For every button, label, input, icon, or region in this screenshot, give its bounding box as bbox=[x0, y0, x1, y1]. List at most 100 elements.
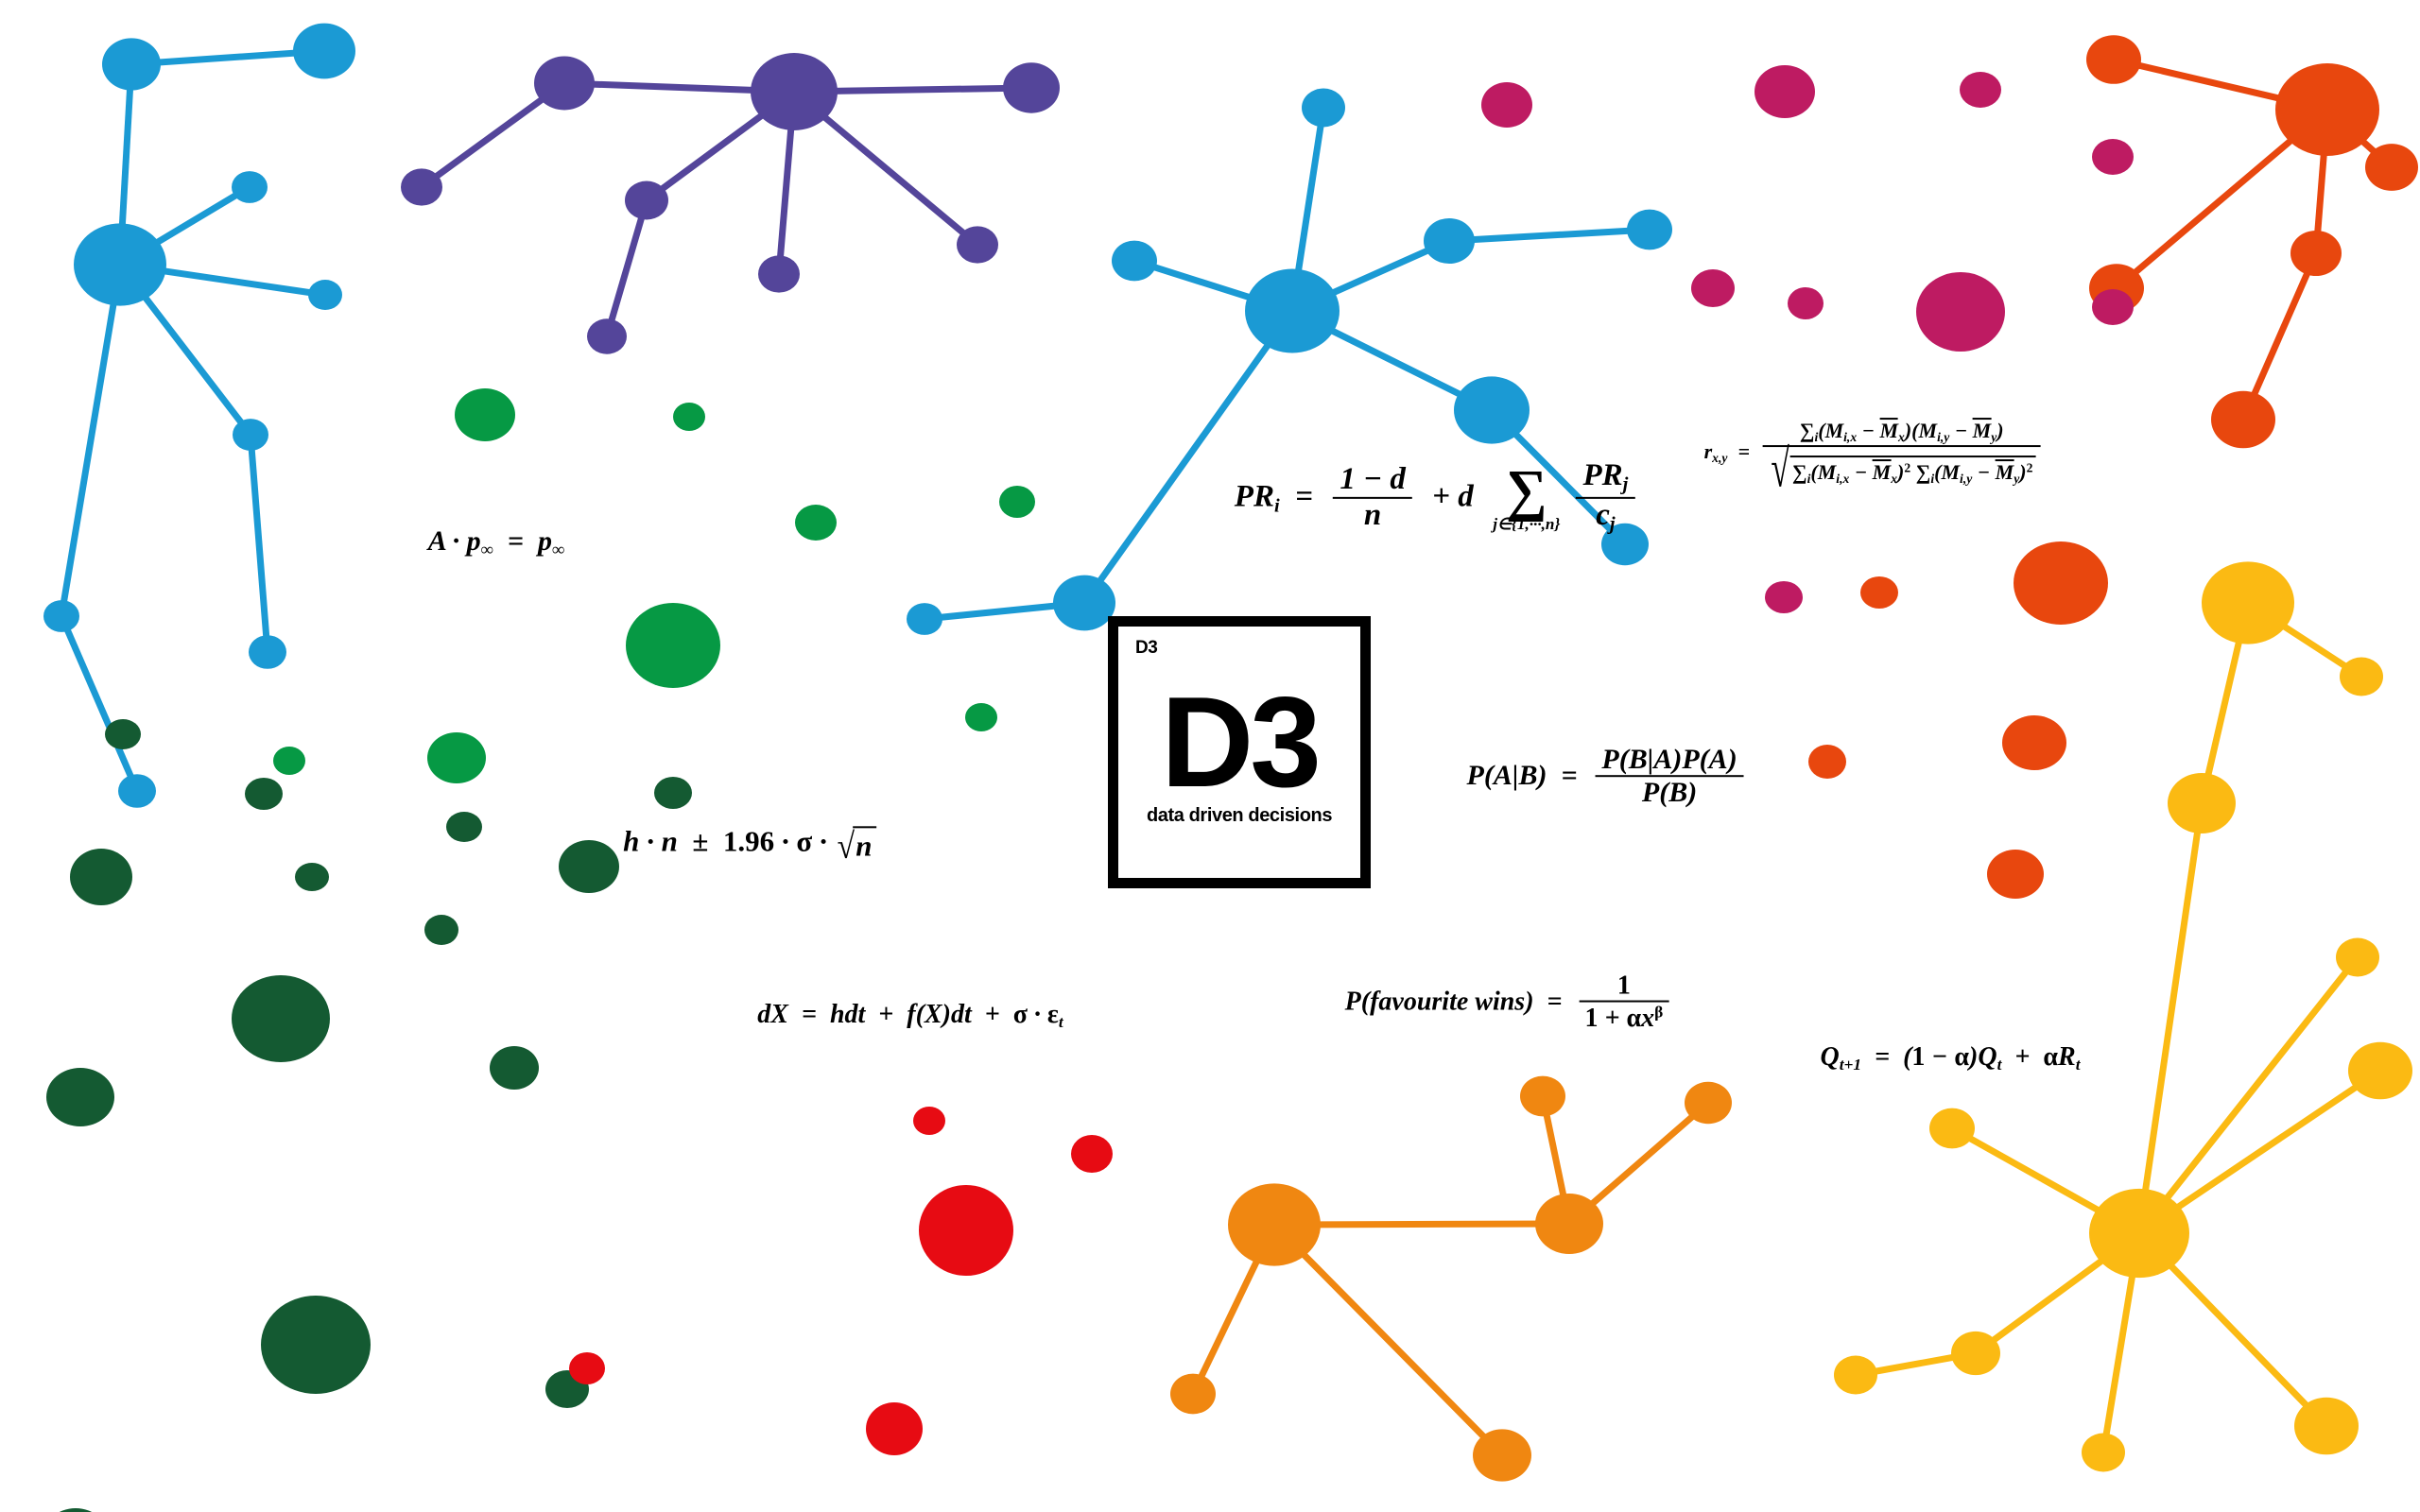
d3-logo-subtitle: data driven decisions bbox=[1146, 805, 1333, 826]
graph-node[interactable] bbox=[1228, 1183, 1321, 1266]
scatter-node[interactable] bbox=[427, 732, 486, 783]
graph-node[interactable] bbox=[1627, 209, 1672, 250]
graph-node[interactable] bbox=[751, 53, 838, 130]
graph-node[interactable] bbox=[2202, 561, 2294, 644]
scatter-node[interactable] bbox=[424, 915, 458, 945]
scatter-node[interactable] bbox=[2092, 289, 2134, 325]
scatter-node[interactable] bbox=[46, 1068, 114, 1126]
confidence-interval-formula: h · n ± 1.96 · σ · √n bbox=[623, 826, 876, 865]
scatter-node[interactable] bbox=[273, 747, 305, 775]
scatter-node[interactable] bbox=[1860, 576, 1898, 609]
scatter-node[interactable] bbox=[1788, 287, 1824, 319]
graph-edge bbox=[603, 199, 650, 337]
scatter-node[interactable] bbox=[70, 849, 132, 905]
graph-node[interactable] bbox=[907, 603, 942, 635]
graph-node[interactable] bbox=[233, 419, 268, 451]
scatter-node[interactable] bbox=[1481, 82, 1532, 128]
graph-edge bbox=[419, 80, 567, 190]
scatter-node[interactable] bbox=[455, 388, 515, 441]
d3-logo-tag: D3 bbox=[1135, 638, 1158, 658]
graph-node[interactable] bbox=[1454, 376, 1530, 444]
stochastic-differential-formula: dX = hdt + f(X)dt + σ · εt bbox=[757, 999, 1063, 1031]
graph-node[interactable] bbox=[1473, 1429, 1531, 1482]
graph-node[interactable] bbox=[2211, 390, 2275, 449]
graph-node[interactable] bbox=[232, 171, 268, 203]
scatter-node[interactable] bbox=[919, 1185, 1013, 1276]
graph-node[interactable] bbox=[1535, 1193, 1603, 1255]
scatter-node[interactable] bbox=[2014, 541, 2108, 625]
pearson-correlation-formula: rx,y = ∑i(Mi,x − Mx)(Mi,y − My) √∑i(Mi,x… bbox=[1704, 417, 2044, 496]
graph-node[interactable] bbox=[534, 56, 595, 111]
graph-node[interactable] bbox=[2365, 144, 2418, 191]
graph-node[interactable] bbox=[308, 279, 342, 311]
scatter-node[interactable] bbox=[2092, 139, 2134, 175]
scatter-node[interactable] bbox=[232, 975, 330, 1062]
scatter-node[interactable] bbox=[295, 863, 329, 891]
graph-node[interactable] bbox=[1003, 62, 1060, 113]
scatter-node[interactable] bbox=[261, 1296, 371, 1394]
scatter-node[interactable] bbox=[559, 840, 619, 893]
graph-node[interactable] bbox=[2290, 230, 2342, 277]
graph-edge bbox=[1081, 308, 1295, 606]
graph-node[interactable] bbox=[43, 600, 79, 632]
scatter-node[interactable] bbox=[795, 505, 837, 541]
scatter-node[interactable] bbox=[1765, 581, 1803, 613]
graph-node[interactable] bbox=[2275, 63, 2379, 156]
scatter-node[interactable] bbox=[1960, 72, 2001, 108]
graph-node[interactable] bbox=[957, 226, 998, 264]
scatter-node[interactable] bbox=[2002, 715, 2066, 770]
graph-node[interactable] bbox=[2089, 1188, 2189, 1279]
graph-node[interactable] bbox=[2336, 937, 2379, 977]
graph-node[interactable] bbox=[1685, 1081, 1732, 1125]
graph-node[interactable] bbox=[2082, 1433, 2125, 1472]
scatter-node[interactable] bbox=[673, 403, 705, 431]
graph-node[interactable] bbox=[2294, 1397, 2359, 1455]
graph-node[interactable] bbox=[102, 38, 161, 91]
graph-node[interactable] bbox=[1170, 1373, 1216, 1415]
scatter-node[interactable] bbox=[965, 703, 997, 731]
graph-node[interactable] bbox=[1245, 268, 1340, 353]
graph-node[interactable] bbox=[1112, 240, 1157, 282]
graph-node[interactable] bbox=[2348, 1041, 2412, 1100]
scatter-node[interactable] bbox=[999, 486, 1035, 518]
scatter-node[interactable] bbox=[1754, 65, 1815, 118]
graph-edge bbox=[2137, 1068, 2382, 1236]
graph-node[interactable] bbox=[1424, 217, 1475, 265]
graph-node[interactable] bbox=[1053, 575, 1115, 631]
graph-node[interactable] bbox=[2340, 657, 2383, 696]
scatter-node[interactable] bbox=[1691, 269, 1735, 307]
graph-node[interactable] bbox=[293, 23, 355, 79]
scatter-node[interactable] bbox=[490, 1046, 539, 1090]
graph-node[interactable] bbox=[2086, 35, 2141, 84]
scatter-node[interactable] bbox=[1987, 850, 2044, 899]
graph-node[interactable] bbox=[401, 168, 442, 206]
scatter-node[interactable] bbox=[866, 1402, 923, 1455]
graph-node[interactable] bbox=[2168, 772, 2236, 834]
scatter-node[interactable] bbox=[1071, 1135, 1113, 1173]
graph-node[interactable] bbox=[1834, 1355, 1877, 1395]
graph-node[interactable] bbox=[1302, 88, 1345, 128]
scatter-node[interactable] bbox=[446, 812, 482, 842]
graph-node[interactable] bbox=[1520, 1075, 1565, 1117]
graph-node[interactable] bbox=[1929, 1108, 1975, 1149]
scatter-node[interactable] bbox=[245, 778, 283, 810]
graph-node[interactable] bbox=[1601, 523, 1649, 566]
scatter-node[interactable] bbox=[1916, 272, 2005, 352]
scatter-node[interactable] bbox=[569, 1352, 605, 1384]
scatter-node[interactable] bbox=[105, 719, 141, 749]
graph-node[interactable] bbox=[1951, 1331, 2000, 1376]
graph-node[interactable] bbox=[118, 774, 156, 808]
scatter-node[interactable] bbox=[913, 1107, 945, 1135]
scatter-node[interactable] bbox=[654, 777, 692, 809]
scatter-node[interactable] bbox=[626, 603, 720, 688]
graph-node[interactable] bbox=[625, 180, 668, 220]
graph-node[interactable] bbox=[74, 223, 166, 306]
graph-node[interactable] bbox=[758, 255, 800, 293]
graph-node[interactable] bbox=[587, 318, 627, 354]
graph-node[interactable] bbox=[249, 635, 286, 669]
scatter-node[interactable] bbox=[1808, 745, 1846, 779]
scatter-node[interactable] bbox=[43, 1508, 109, 1512]
